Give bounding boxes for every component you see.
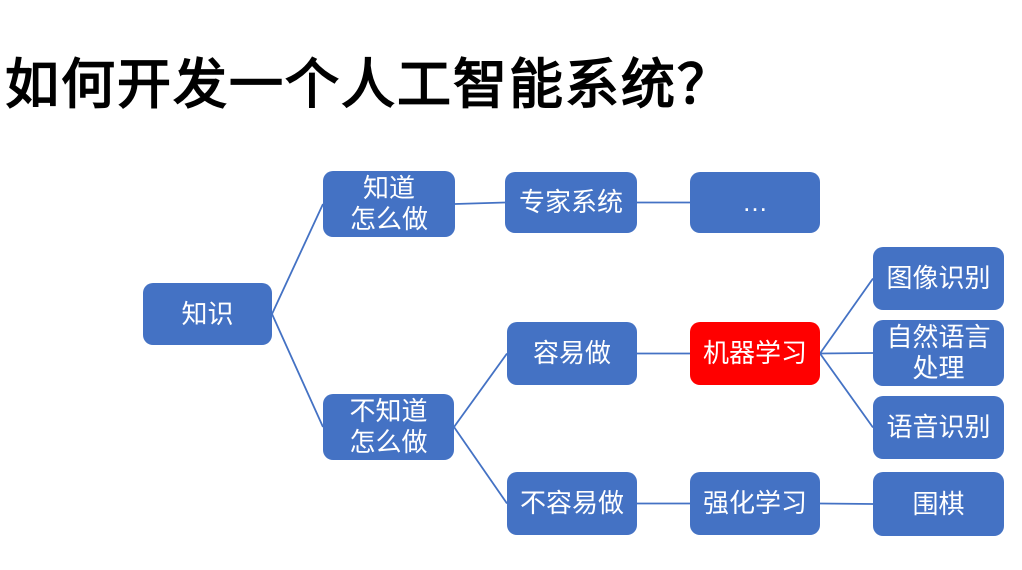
edge-knowledge-to-dont-know-how	[271, 313, 324, 428]
node-more: …	[690, 172, 820, 233]
node-not-easy-to-do: 不容易做	[507, 472, 637, 535]
edge-dont-know-how-to-not-easy-to-do	[453, 426, 508, 505]
edge-reinforcement-learning-to-go-game	[819, 502, 874, 505]
edge-machine-learning-to-nlp	[819, 352, 874, 355]
edge-dont-know-how-to-easy-to-do	[453, 352, 508, 428]
node-expert-system: 专家系统	[505, 172, 637, 233]
page-title: 如何开发一个人工智能系统？	[5, 55, 733, 116]
edge-know-how-to-expert-system	[454, 201, 506, 205]
node-machine-learning: 机器学习	[690, 322, 820, 385]
edge-machine-learning-to-image-recognition	[819, 277, 874, 355]
node-go-game: 围棋	[873, 472, 1004, 536]
node-speech-recognition: 语音识别	[873, 396, 1004, 459]
node-image-recognition: 图像识别	[873, 247, 1004, 310]
node-knowledge: 知识	[143, 283, 272, 345]
node-dont-know-how: 不知道 怎么做	[323, 394, 454, 460]
edge-machine-learning-to-speech-recognition	[819, 352, 874, 429]
edge-knowledge-to-know-how	[271, 203, 324, 315]
node-know-how: 知道 怎么做	[323, 171, 455, 237]
node-reinforcement-learning: 强化学习	[690, 472, 820, 535]
node-nlp: 自然语言 处理	[873, 320, 1004, 386]
node-easy-to-do: 容易做	[507, 322, 637, 385]
